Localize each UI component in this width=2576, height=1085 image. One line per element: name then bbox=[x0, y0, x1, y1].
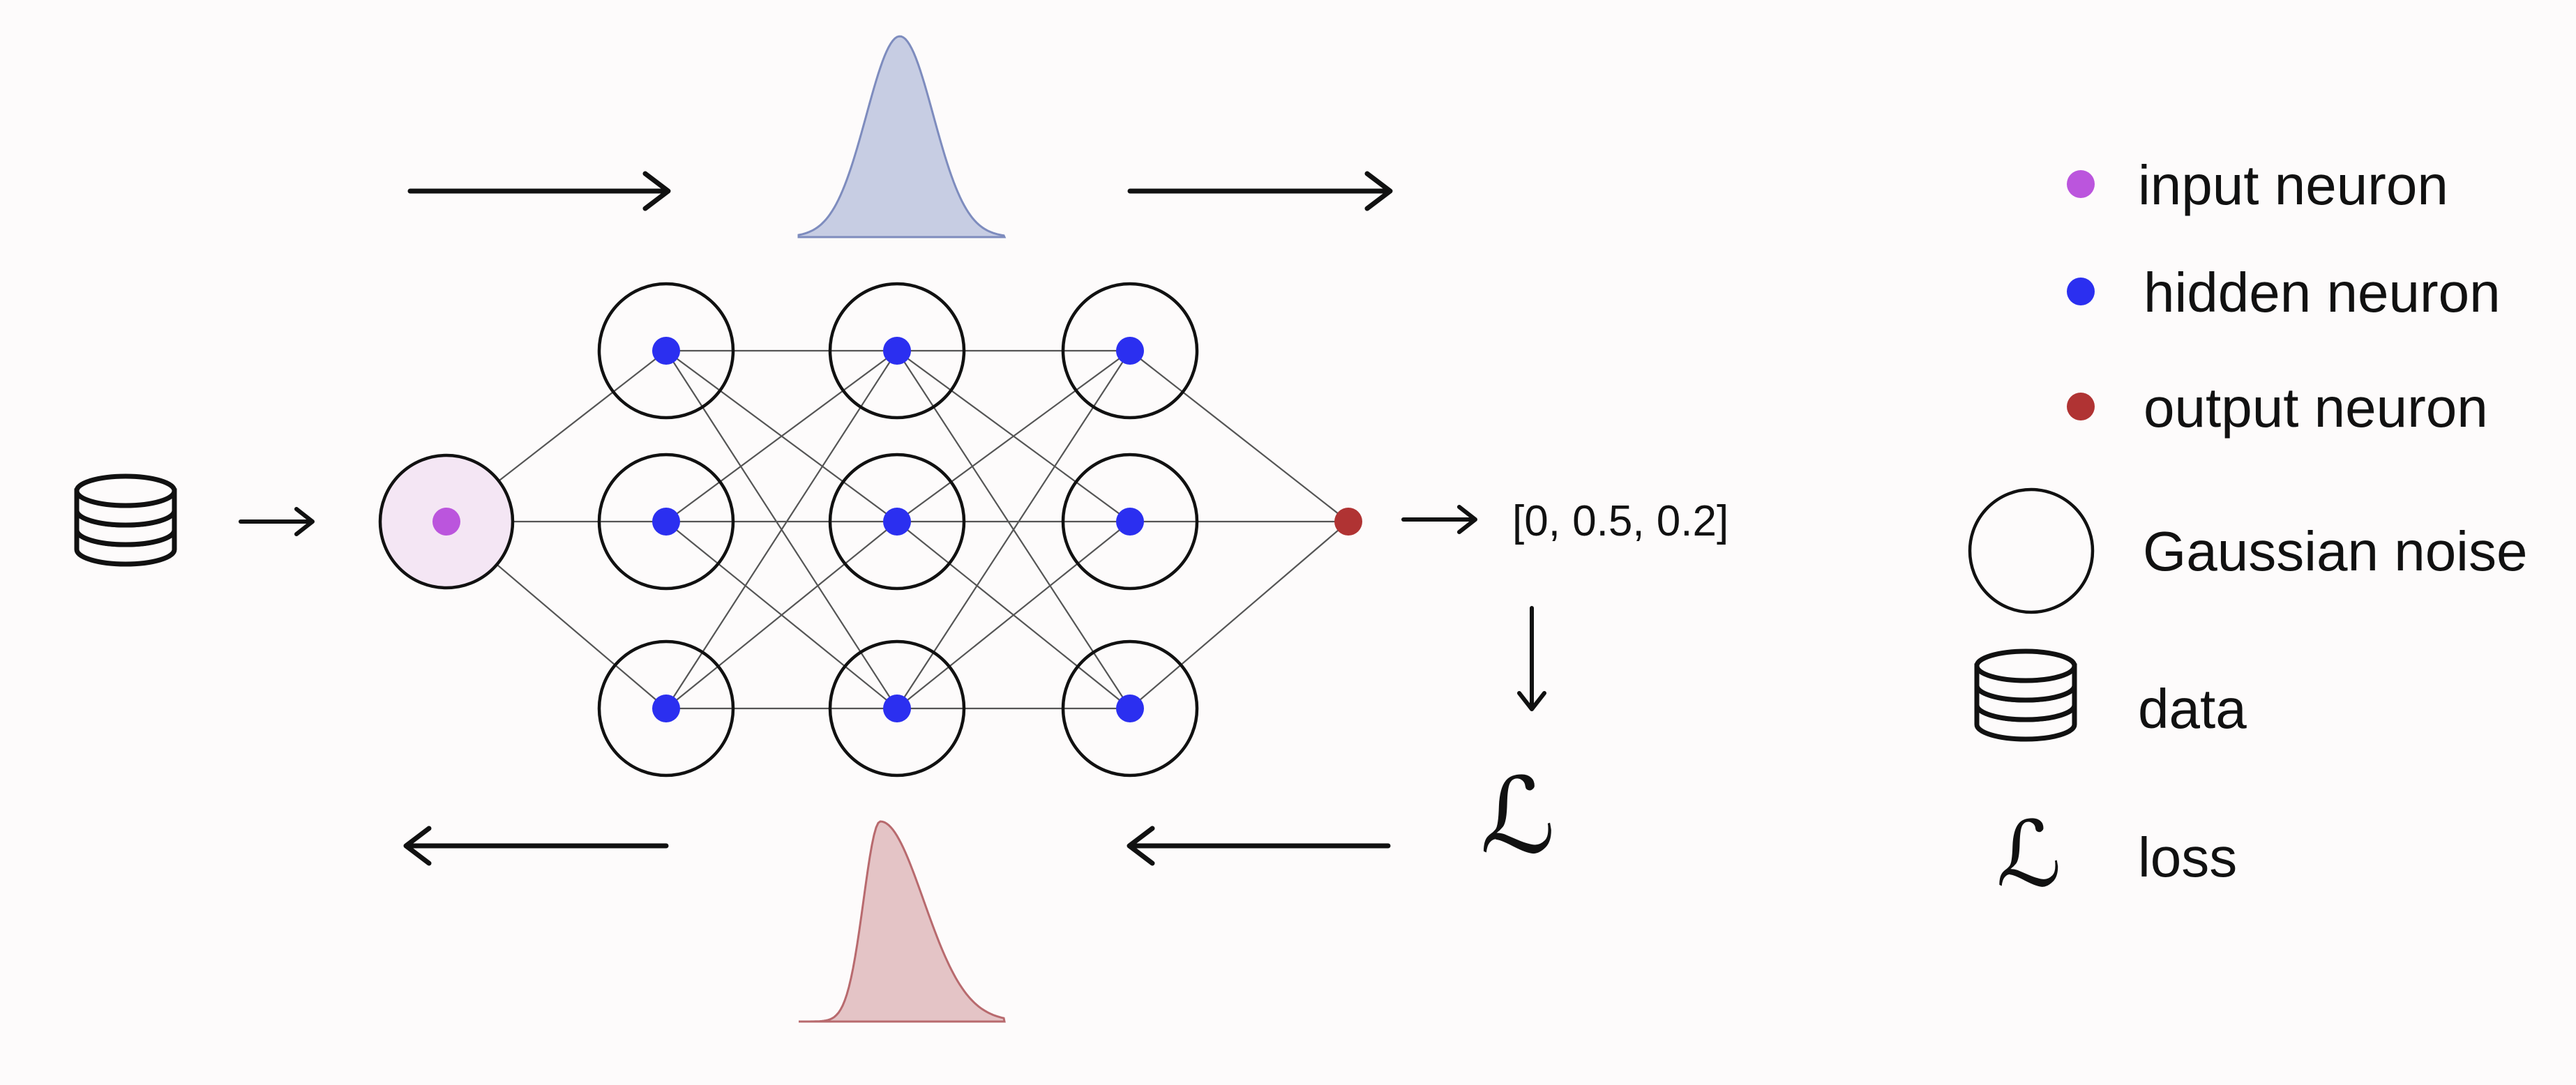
edge-h1-1-h2-0 bbox=[896, 350, 1131, 522]
noise-ring-1-1 bbox=[828, 453, 966, 591]
noise-ring-1-2 bbox=[828, 639, 966, 777]
legend-data-label: data bbox=[2138, 678, 2247, 740]
hidden-neuron-2-2 bbox=[1116, 695, 1144, 722]
legend-input-neuron-dot bbox=[2067, 170, 2095, 198]
posterior-distribution-curve bbox=[799, 820, 1006, 1023]
forward-arrow-left bbox=[407, 171, 671, 211]
hidden-neuron-2-0 bbox=[1116, 337, 1144, 365]
noise-ring-0-0 bbox=[597, 282, 735, 420]
legend-output-neuron-label: output neuron bbox=[2144, 377, 2488, 439]
legend-loss-icon: ℒ bbox=[1996, 803, 2062, 905]
noise-ring-2-1 bbox=[1061, 453, 1199, 591]
database-disc-top bbox=[1974, 648, 2077, 683]
prior-distribution-curve bbox=[797, 35, 1007, 238]
hidden-neuron-1-1 bbox=[883, 508, 911, 536]
hidden-neuron-1-2 bbox=[883, 695, 911, 722]
noise-rings bbox=[378, 282, 1199, 777]
database-icon bbox=[74, 473, 177, 567]
legend-hidden-neuron-dot bbox=[2067, 278, 2095, 305]
legend-hidden-neuron-label: hidden neuron bbox=[2144, 261, 2501, 324]
legend-gaussian-noise-ring bbox=[1968, 487, 2095, 614]
data-input-arrow bbox=[239, 507, 315, 536]
legend: input neuron hidden neuron output neuron… bbox=[1968, 154, 2527, 905]
hidden-neuron-1-0 bbox=[883, 337, 911, 365]
backward-arrow-right bbox=[1127, 826, 1391, 866]
hidden-neuron-0-2 bbox=[652, 695, 680, 722]
noise-ring-0-2 bbox=[597, 639, 735, 777]
hidden-neuron-0-1 bbox=[652, 508, 680, 536]
edge-h0-2-h1-1 bbox=[665, 521, 898, 709]
legend-output-neuron-dot bbox=[2067, 393, 2095, 420]
loss-icon: ℒ bbox=[1480, 757, 1556, 874]
noise-ring-1-0 bbox=[828, 282, 966, 420]
output-vector: [0, 0.5, 0.2] bbox=[1512, 497, 1728, 545]
output-neuron bbox=[1334, 508, 1362, 536]
edge-h2-2-output bbox=[1129, 521, 1349, 709]
network-edges bbox=[446, 349, 1349, 710]
backward-arrow-left bbox=[403, 826, 669, 866]
edge-h2-0-output bbox=[1129, 350, 1349, 522]
edge-h0-1-h1-0 bbox=[665, 350, 898, 522]
edge-h1-2-h2-1 bbox=[896, 521, 1131, 709]
database-disc-top bbox=[74, 473, 177, 508]
noise-ring-0-1 bbox=[597, 453, 735, 591]
edge-h0-2-h1-0 bbox=[665, 350, 898, 709]
noise-ring-2-0 bbox=[1061, 282, 1199, 420]
output-vector-arrow bbox=[1401, 505, 1477, 534]
vector-loss-arrow bbox=[1517, 606, 1546, 711]
input-neuron bbox=[432, 508, 460, 536]
forward-arrow-right bbox=[1127, 171, 1393, 211]
legend-database-icon bbox=[1974, 648, 2077, 742]
edge-h1-2-h2-0 bbox=[896, 350, 1131, 709]
legend-input-neuron-label: input neuron bbox=[2138, 154, 2448, 216]
noise-ring-2-2 bbox=[1061, 639, 1199, 777]
hidden-neuron-2-1 bbox=[1116, 508, 1144, 536]
hidden-neuron-0-0 bbox=[652, 337, 680, 365]
neurons bbox=[432, 337, 1362, 722]
legend-gaussian-noise-label: Gaussian noise bbox=[2143, 520, 2527, 582]
legend-loss-label: loss bbox=[2138, 826, 2237, 888]
